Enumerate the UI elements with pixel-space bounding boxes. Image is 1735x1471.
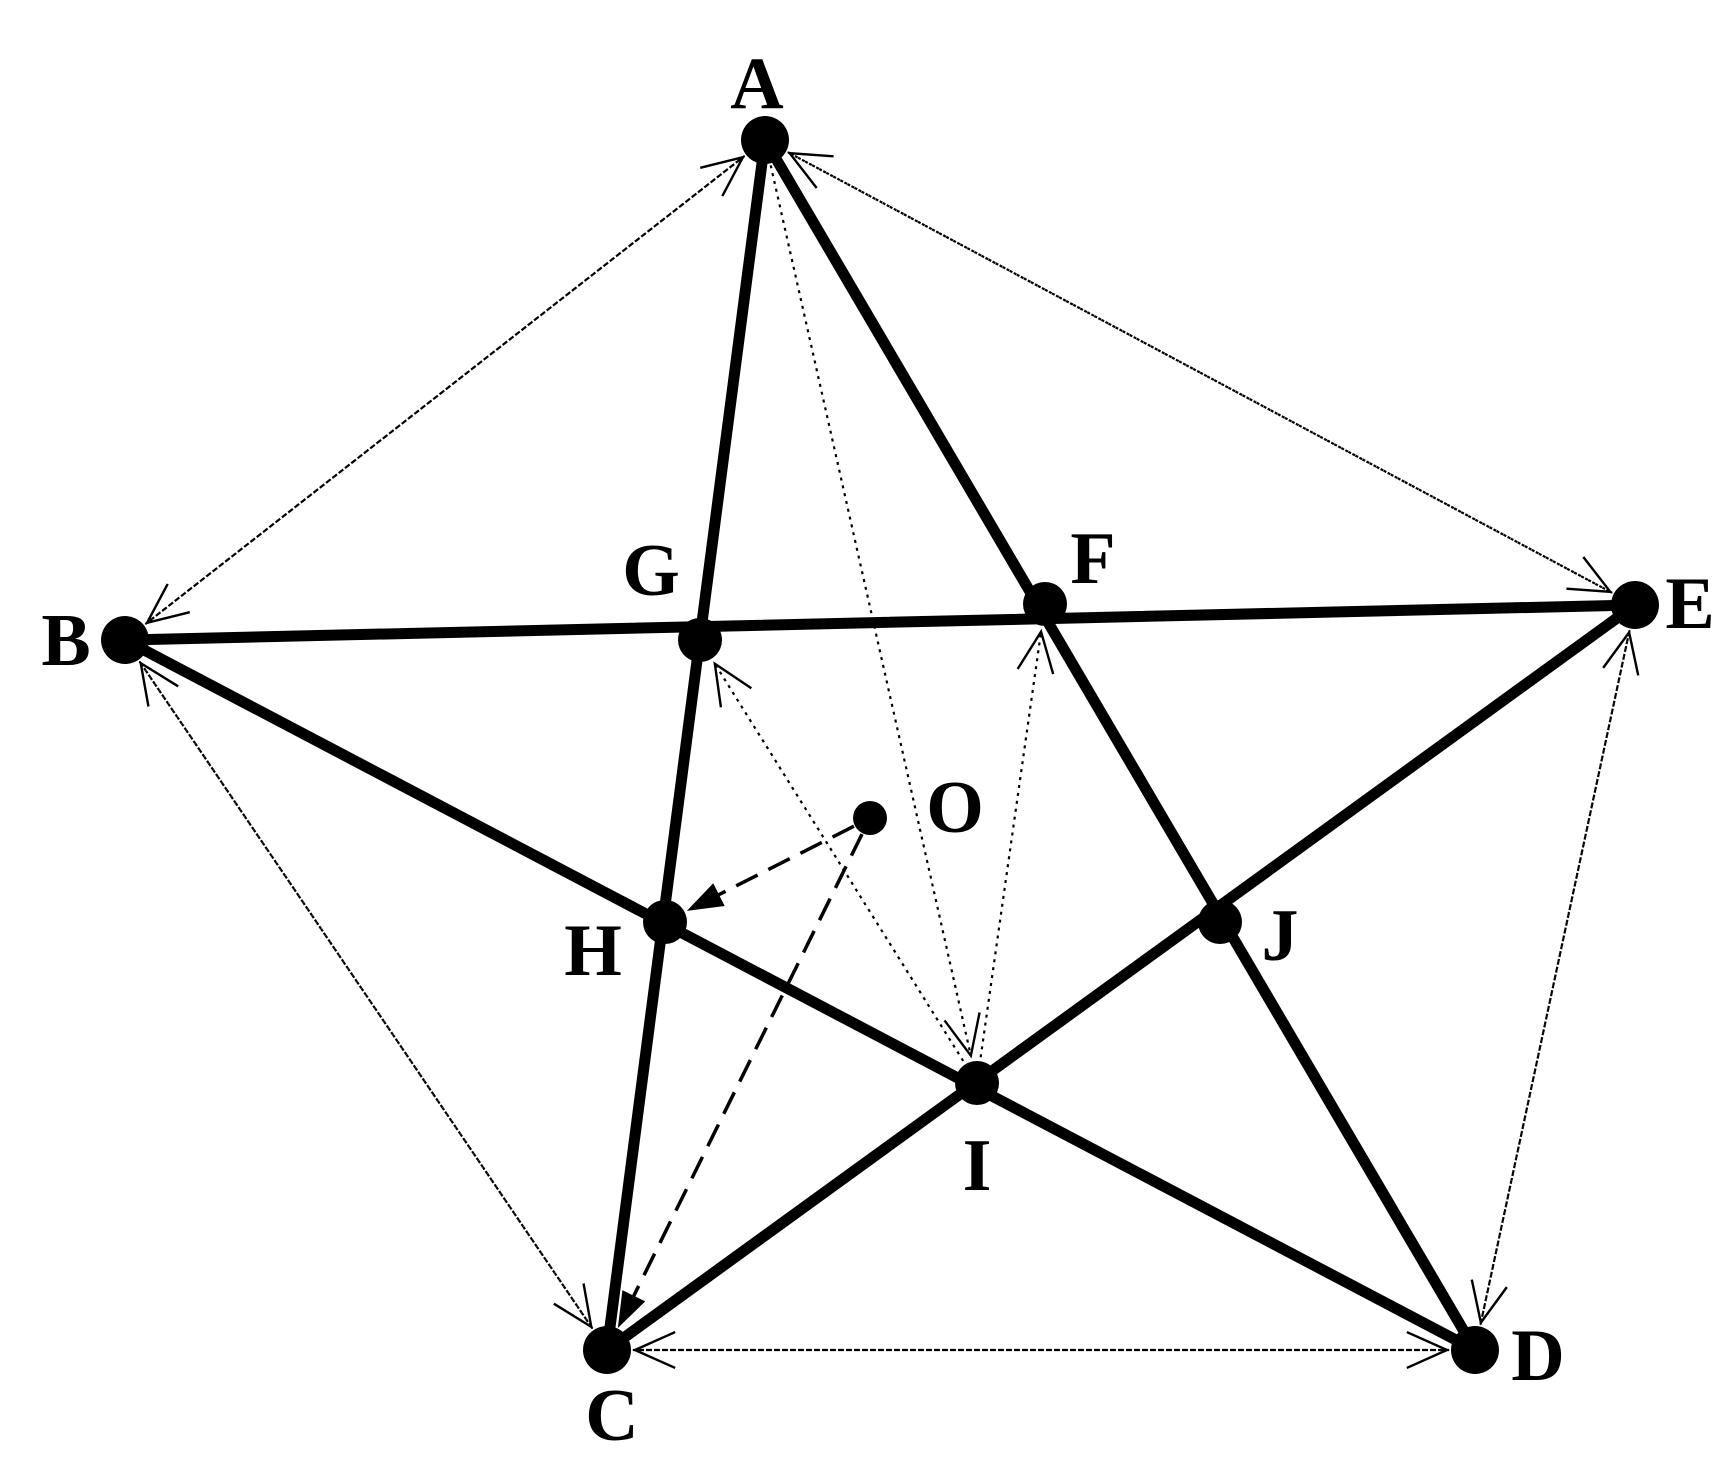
point-E bbox=[1611, 581, 1659, 629]
point-I bbox=[955, 1061, 999, 1105]
label-I: I bbox=[963, 1125, 992, 1207]
arrowhead-B-C bbox=[553, 1283, 593, 1330]
dashed-arrowhead-O-C bbox=[617, 1290, 646, 1329]
edge-B-E bbox=[119, 599, 1641, 646]
arrowhead-E-D bbox=[1470, 1279, 1508, 1326]
dashed-arrowhead-O-H bbox=[686, 883, 725, 911]
dotted-arrow-B-C bbox=[138, 660, 593, 1328]
point-D bbox=[1451, 1326, 1499, 1374]
label-D: D bbox=[1511, 1315, 1564, 1397]
point-O bbox=[853, 801, 887, 835]
label-A: A bbox=[730, 43, 783, 125]
point-C bbox=[583, 1326, 631, 1374]
dashed-arrow-O-H bbox=[717, 824, 855, 897]
arrowhead-D-E bbox=[1602, 629, 1640, 676]
label-C: C bbox=[585, 1375, 638, 1457]
arrowhead-A-I bbox=[943, 1012, 981, 1059]
label-H: H bbox=[564, 910, 622, 992]
point-H bbox=[643, 900, 687, 944]
dotted-arrow-E-A bbox=[789, 152, 1613, 594]
dashed-arrows-layer bbox=[617, 824, 864, 1329]
label-E: E bbox=[1665, 563, 1714, 645]
point-B bbox=[101, 616, 149, 664]
point-F bbox=[1023, 582, 1067, 626]
point-A bbox=[741, 116, 789, 164]
label-J: J bbox=[1262, 895, 1299, 977]
points-layer bbox=[101, 116, 1659, 1374]
dotted-arrow-A-I bbox=[769, 165, 972, 1056]
label-F: F bbox=[1070, 518, 1115, 600]
solid-edges-layer bbox=[119, 134, 1641, 1356]
dotted-arrow-E-D bbox=[1479, 630, 1631, 1323]
edge-A-C bbox=[601, 134, 771, 1356]
edge-B-D bbox=[119, 634, 1481, 1356]
arrowhead-C-D bbox=[1406, 1330, 1450, 1370]
arrowhead-A-B bbox=[144, 583, 191, 625]
point-J bbox=[1198, 900, 1242, 944]
dotted-arrow-A-E bbox=[787, 151, 1611, 593]
dotted-arrow-D-E bbox=[1479, 632, 1631, 1325]
arrowhead-A-E bbox=[1566, 556, 1613, 594]
dotted-arrow-I-F bbox=[979, 631, 1043, 1058]
label-O: O bbox=[926, 767, 984, 849]
point-G bbox=[678, 618, 722, 662]
arrowhead-I-G bbox=[713, 661, 753, 708]
label-G: G bbox=[622, 530, 680, 612]
label-B: B bbox=[41, 600, 90, 682]
dotted-arrows-layer bbox=[138, 151, 1640, 1370]
dotted-arrow-I-G bbox=[713, 663, 965, 1062]
dashed-arrow-O-C bbox=[632, 833, 864, 1297]
dotted-arrow-C-B bbox=[139, 662, 594, 1330]
labels-layer: A B C D E F G H I J O bbox=[41, 43, 1714, 1457]
edge-A-D bbox=[759, 134, 1481, 1356]
edge-C-E bbox=[601, 599, 1641, 1356]
arrowhead-I-F bbox=[1016, 628, 1055, 675]
